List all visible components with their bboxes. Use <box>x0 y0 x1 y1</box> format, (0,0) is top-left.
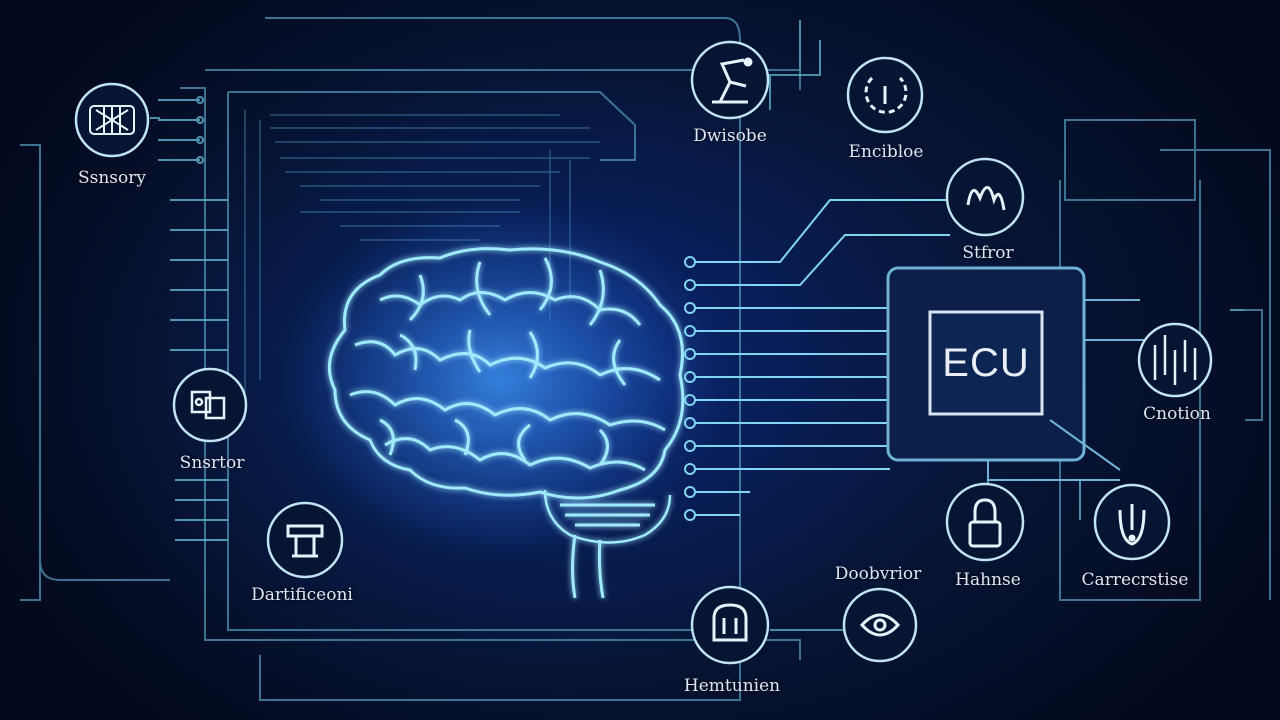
robot-arm-icon <box>712 57 753 104</box>
connector-icon <box>286 524 324 558</box>
gauge-icon <box>864 76 908 114</box>
wave-icon <box>966 186 1006 211</box>
brain-glow <box>300 210 700 550</box>
node-label-right: Cnotion <box>1143 404 1211 424</box>
node-label-upper-right: Stfror <box>962 243 1014 263</box>
node-circle-bottom-center <box>690 585 770 665</box>
lock-icon <box>968 498 1002 548</box>
node-label-top-center: Dwisobe <box>693 126 767 146</box>
left-pins <box>158 96 228 541</box>
brain-icon <box>327 247 685 599</box>
warning-icon <box>1118 504 1146 546</box>
node-label-left-mid: Snsrtor <box>179 453 245 473</box>
eye-icon <box>859 613 901 637</box>
node-circles <box>74 40 1213 665</box>
shield-icon <box>712 603 748 642</box>
node-label-lower-right: Hahnse <box>955 570 1021 590</box>
node-circle-bottom-left <box>266 501 344 579</box>
node-label-bottom-center: Hemtunien <box>683 676 781 696</box>
ecu-chip <box>886 266 1150 481</box>
node-label-bottom-left: Dartificeoni <box>251 585 353 605</box>
node-label-lower-far-right: Carrecrstise <box>1081 570 1189 590</box>
node-label-bottom-center-top: Doobvrior <box>834 564 922 584</box>
node-label-sensors-top-left: Ssnsory <box>77 168 147 188</box>
signal-lines <box>684 199 950 521</box>
node-label-top-right: Encibloe <box>848 142 924 162</box>
chip-icon <box>89 105 135 135</box>
node-circle-upper-right <box>945 157 1025 237</box>
node-circle-bottom-mid <box>842 587 918 663</box>
circuit-frames <box>20 17 1271 701</box>
device-icon <box>190 390 226 420</box>
pulse-icon <box>1153 335 1197 385</box>
ecu-label: ECU <box>942 340 1030 385</box>
